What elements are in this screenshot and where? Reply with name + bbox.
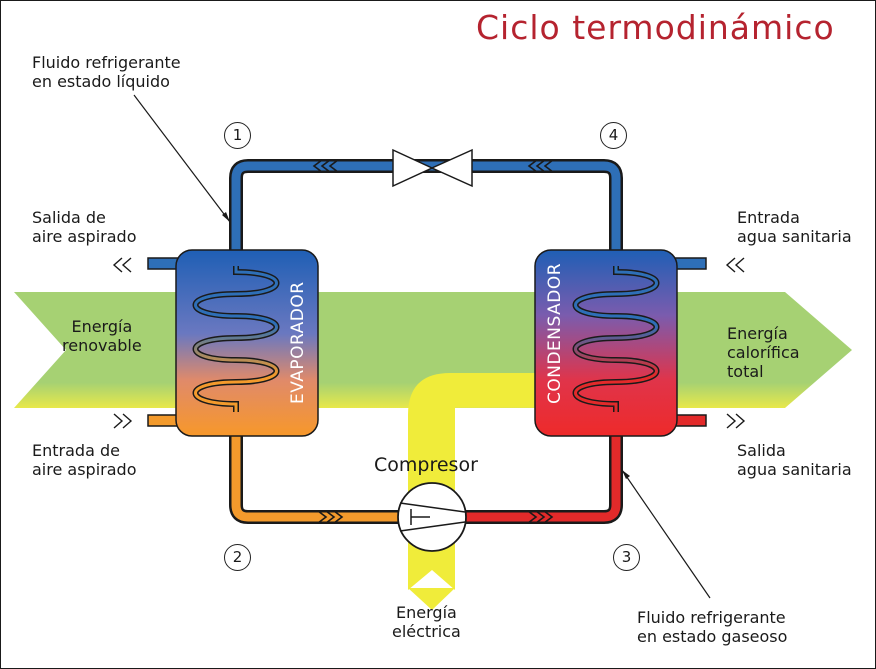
liquid-fluid-leader <box>133 94 231 223</box>
exhaust-air-out-label-line: Salida de <box>32 208 106 227</box>
condenser-tank <box>534 249 678 437</box>
total-heat-energy-label: Energía calorífica total <box>727 324 800 381</box>
exhaust-air-in-label-line: Entrada de <box>32 441 120 460</box>
point-3-marker: 3 <box>613 544 640 571</box>
exhaust-air-out-stub <box>147 257 181 270</box>
condenser-label: CONDENSADOR <box>545 262 565 404</box>
gaseous-fluid-leader <box>621 469 711 599</box>
flow-direction-chevrons <box>312 159 554 524</box>
evaporator-label: EVAPORADOR <box>288 281 308 404</box>
gaseous-fluid-label-line: en estado gaseoso <box>637 627 788 646</box>
gaseous-fluid-label: Fluido refrigerante en estado gaseoso <box>637 608 787 646</box>
electric-energy-label-line: eléctrica <box>392 622 461 641</box>
liquid-fluid-label: Fluido refrigerante en estado líquido <box>32 53 181 91</box>
point-1-marker: 1 <box>224 122 251 149</box>
renewable-energy-label: Energía renovable <box>62 317 142 355</box>
gaseous-fluid-label-line: Fluido refrigerante <box>637 608 786 627</box>
water-in-label-line: Entrada <box>737 208 800 227</box>
electric-energy-label-line: Energía <box>396 603 457 622</box>
electric-energy-label: Energía eléctrica <box>392 603 461 641</box>
compressor-icon <box>397 482 467 552</box>
exhaust-air-in-label: Entrada de aire aspirado <box>32 441 136 479</box>
liquid-fluid-label-line: en estado líquido <box>32 72 170 91</box>
point-4-marker: 4 <box>600 122 627 149</box>
renewable-energy-label-line: renovable <box>62 336 142 355</box>
renewable-energy-label-line: Energía <box>71 317 133 336</box>
total-heat-energy-label-line: total <box>727 362 764 381</box>
total-heat-energy-label-line: Energía <box>727 324 788 343</box>
exhaust-air-in-label-line: aire aspirado <box>32 460 137 479</box>
air-water-chevrons <box>112 257 746 429</box>
point-2-marker: 2 <box>224 544 251 571</box>
expansion-valve-icon <box>392 148 473 188</box>
water-in-label: Entrada agua sanitaria <box>737 208 852 246</box>
water-out-label: Salida agua sanitaria <box>737 441 852 479</box>
exhaust-air-in-stub <box>147 414 181 427</box>
exhaust-air-out-label: Salida de aire aspirado <box>32 208 136 246</box>
water-out-label-line: Salida <box>737 441 786 460</box>
total-heat-energy-label-line: calorífica <box>727 343 800 362</box>
exhaust-air-out-label-line: aire aspirado <box>32 227 137 246</box>
page-title: Ciclo termodinámico <box>476 8 835 47</box>
water-out-label-line: agua sanitaria <box>737 460 852 479</box>
compressor-label: Compresor <box>374 454 478 476</box>
water-in-label-line: agua sanitaria <box>737 227 852 246</box>
liquid-fluid-label-line: Fluido refrigerante <box>32 53 181 72</box>
